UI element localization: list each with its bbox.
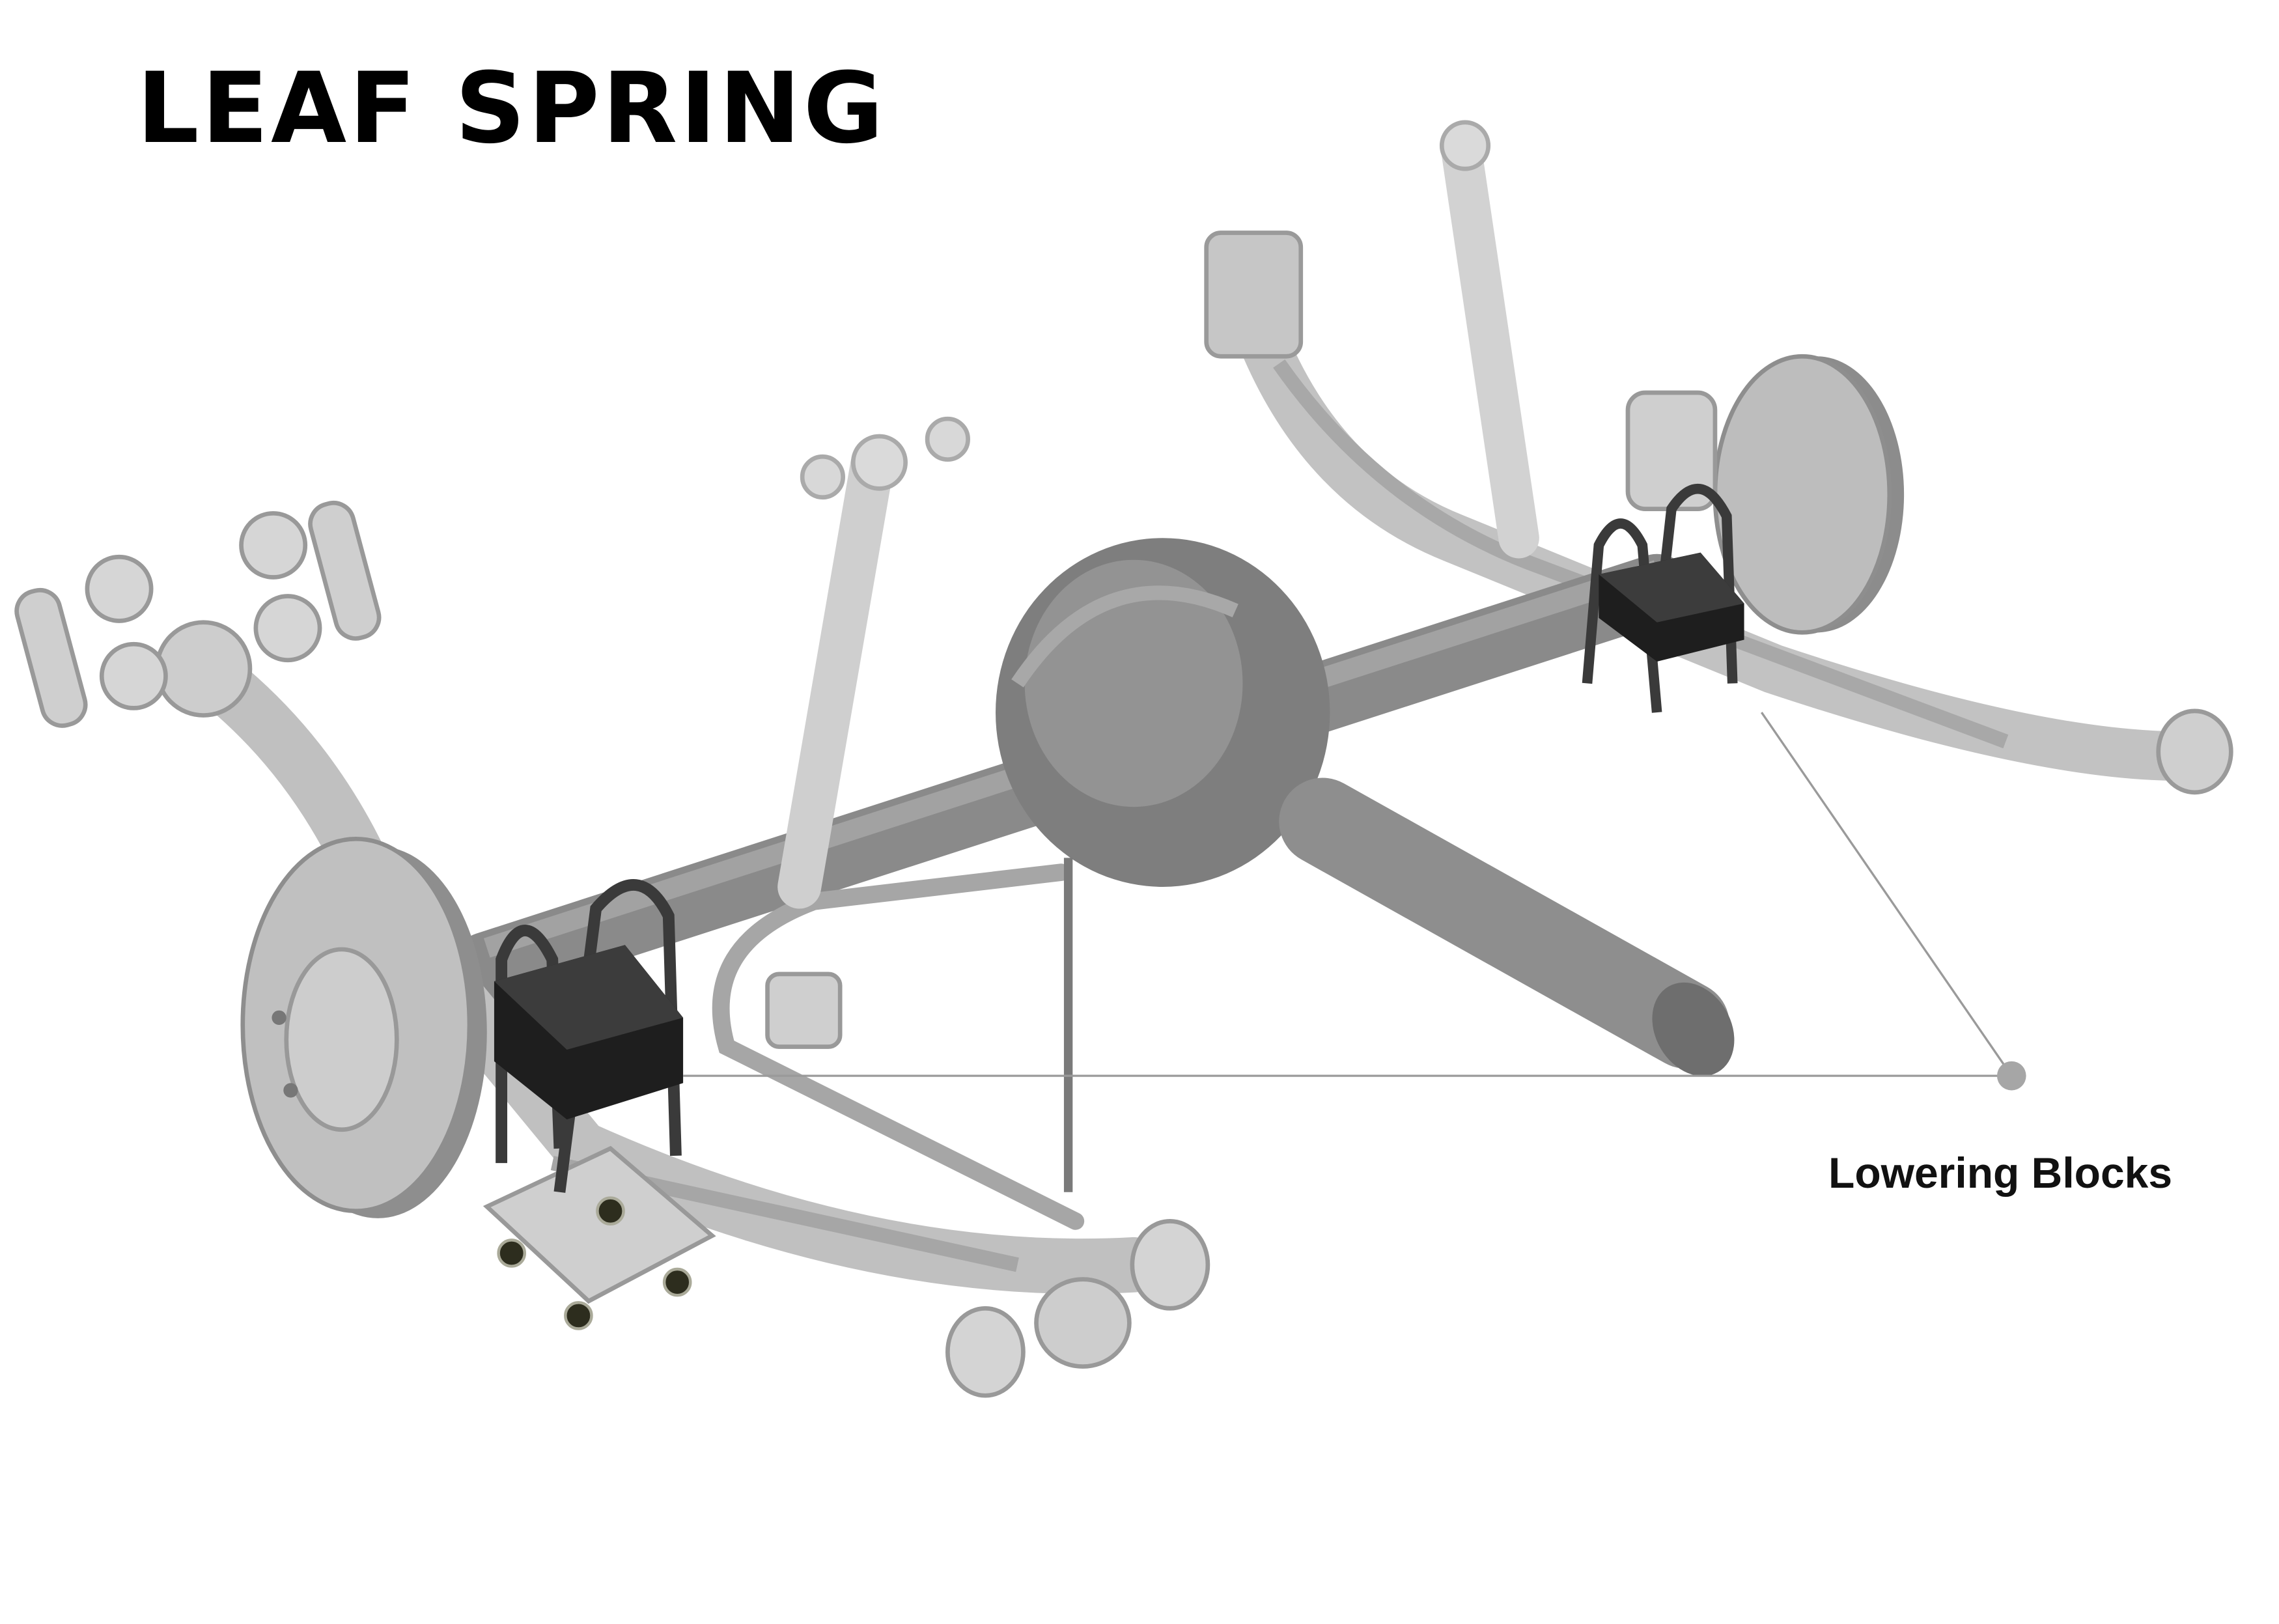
callout-label-lowering-blocks: Lowering Blocks [1828,1149,2173,1197]
left-leaf-spring [154,620,1210,1398]
callout-leader [683,712,2026,1091]
driveshaft [1279,777,1735,1076]
axle-housing [452,538,1692,1002]
left-brake-rotor [240,836,487,1218]
sway-bar [712,858,1085,1230]
right-shock-absorber [1439,120,1539,559]
left-shock-absorber [777,416,970,909]
right-brake-drum [1625,354,1905,635]
page-title: LEAF SPRING [137,52,886,165]
spring-bushings [14,501,382,728]
right-lowering-block [1582,484,1744,713]
callout-dot [1996,1061,2026,1091]
left-lowering-block [494,879,692,1330]
